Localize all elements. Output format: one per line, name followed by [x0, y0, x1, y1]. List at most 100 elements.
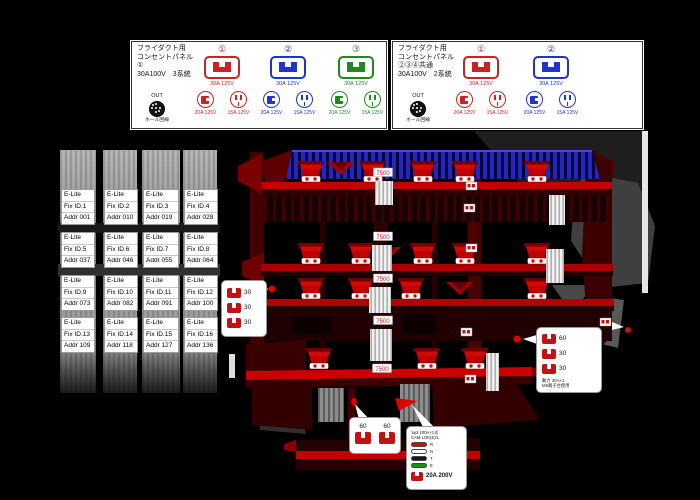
pin-label: T [430, 456, 433, 462]
fixture-addr: Addr 082 [107, 300, 134, 307]
fixture-name: E-Lite [144, 190, 178, 202]
outlet-15a-icon [364, 91, 381, 108]
outlet-20a-icon [456, 91, 473, 108]
feed-spec-line: 1φ3 100A×1式 [411, 430, 439, 435]
outlet-60a-mini-icon [542, 333, 556, 344]
callout-outlets-60-30: 60 30 30 動力 30A×1 M5端子台使用 [536, 327, 602, 393]
dimension-tag-label: 7500 [376, 319, 390, 325]
outlet-30a-mini-icon [227, 317, 241, 328]
outlet-30a-icon [338, 56, 374, 79]
outlet-20a-icon [526, 91, 543, 108]
dimension-tag-label: 7500 [376, 277, 390, 283]
outlet-15a-icon [489, 91, 506, 108]
fixture-id: Fix ID.2 [105, 202, 137, 213]
outlet-20a-icon [331, 91, 348, 108]
circuit-group-2: ② 30A 125V 20A 125V 15A 125V [519, 44, 583, 116]
fixture-addr: Addr 073 [64, 300, 91, 307]
outlet-20a-label: 20A 125V [194, 110, 217, 116]
band-shadow-strip [58, 350, 220, 393]
fixture-addr: Addr 136 [187, 342, 214, 349]
dimension-tags: 7500 7500 7500 7500 7500 [372, 167, 393, 373]
fixture-addr: Addr 064 [187, 257, 214, 264]
fixture-id: Fix ID.15 [144, 330, 178, 341]
hall-circuit-label: ホール回線 [145, 118, 169, 123]
outlet-60a-cell: 60 [379, 423, 395, 449]
callout-outlets-60-60: 60 60 [349, 417, 401, 454]
fixture-addr: Addr 001 [64, 214, 91, 221]
fixture-addr: Addr 100 [187, 300, 214, 307]
outlet-30a-label: 30A 125V [344, 81, 368, 87]
outlet-20a-label: 20A 125V [260, 110, 283, 116]
fixture-addr: Addr 019 [146, 214, 173, 221]
panel-title-line: コンセントパネル [137, 53, 193, 61]
outlet-30a-label: 30A 125V [210, 81, 234, 87]
fixture-id: Fix ID.1 [62, 202, 94, 213]
fixture-id: Fix ID.4 [185, 202, 217, 213]
fixture-addr: Addr 109 [64, 342, 91, 349]
fixture-addr: Addr 010 [107, 214, 134, 221]
fixture-name: E-Lite [144, 276, 178, 288]
outlet-30a-label: 30A 125V [539, 81, 563, 87]
band-shadow-strip [58, 264, 220, 276]
outlet-20a-icon [263, 91, 280, 108]
fixture-id: Fix ID.3 [144, 202, 178, 213]
fixture-id: Fix ID.10 [105, 288, 137, 299]
camlok-pin-white-icon [411, 449, 427, 455]
fixture-addr: Addr 055 [146, 257, 173, 264]
fixture-name: E-Lite [62, 190, 94, 202]
circuit-number: ③ [351, 44, 361, 54]
camlok-pin-green-icon [411, 463, 427, 469]
dimension-tag-label: 7500 [375, 367, 389, 373]
outlet-15a-label: 15A 125V [486, 110, 509, 116]
dimension-tag-label: 7500 [376, 235, 390, 241]
circuit-group-2: ② 30A 125V 20A 125V 15A 125V [256, 44, 320, 116]
fixture-name: E-Lite [185, 190, 217, 202]
fixture-id: Fix ID.8 [185, 245, 217, 256]
panel-title: フライダクト用 コンセントパネル ②③④共通 30A100V 2系統 [398, 45, 454, 79]
amp-label: 30 [244, 304, 252, 311]
fixture-name: E-Lite [105, 276, 137, 288]
outlet-20a-200v-icon [411, 471, 423, 481]
amp-label: 30 [244, 319, 252, 326]
curtain-drops [318, 181, 565, 422]
fixture-name: E-Lite [144, 318, 178, 330]
outlet-30a-icon [270, 56, 306, 79]
outlet-30a-mini-icon [227, 302, 241, 313]
outlet-15a-label: 15A 125V [556, 110, 579, 116]
band-shadow-strip [58, 223, 220, 233]
fixture-id: Fix ID.5 [62, 245, 94, 256]
fixture-id: Fix ID.7 [144, 245, 178, 256]
multipin-connector-icon [410, 101, 426, 117]
out-label: OUT [151, 93, 163, 99]
fixture-name: E-Lite [105, 190, 137, 202]
amp-label: 60 [559, 335, 567, 342]
outlet-20a-label: 20A 125V [453, 110, 476, 116]
outlet-30a-mini-icon [542, 348, 556, 359]
outlet-15a-icon [559, 91, 576, 108]
fixture-name: E-Lite [105, 233, 137, 245]
outlet-30a-icon [463, 56, 499, 79]
outlet-20a-icon [197, 91, 214, 108]
dimension-tag-label: 7500 [376, 171, 390, 177]
feed-spec-line: CAM-LOK(E)/L [411, 435, 440, 441]
fixture-id: Fix ID.6 [105, 245, 137, 256]
outlet-15a-label: 15A 125V [361, 110, 384, 116]
camlok-pin-black-icon [411, 456, 427, 462]
camlok-pin-red-icon [411, 441, 427, 447]
fixture-name: E-Lite [62, 233, 94, 245]
out-connector-block: OUT ホール回線 [141, 93, 173, 123]
outlet-60a-mini-icon [379, 431, 395, 444]
callout-camlok-feed: 1φ3 100A×1式 CAM-LOK(E)/L R N T E 20A 200… [406, 426, 467, 490]
amp-label: 30 [559, 350, 567, 357]
